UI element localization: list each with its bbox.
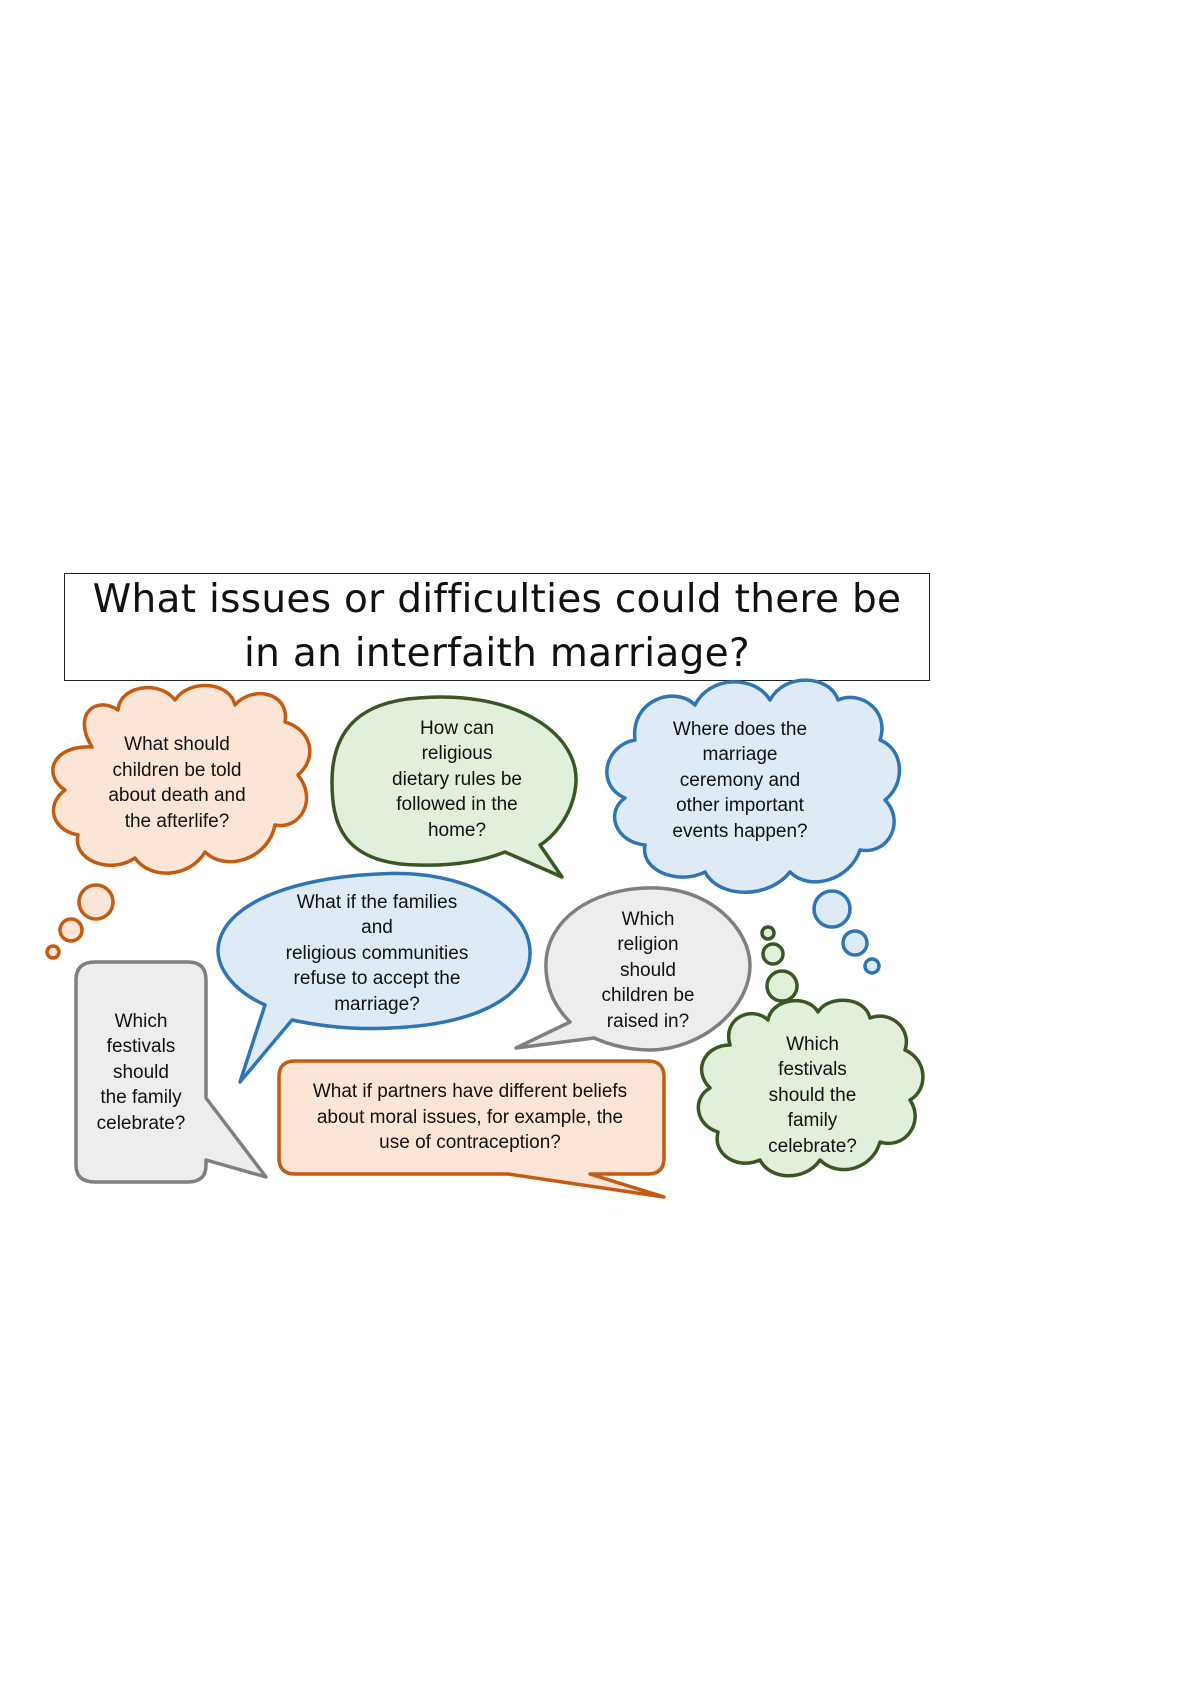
grey-oval-speech-bubble bbox=[514, 886, 752, 1052]
green-thought-dot-medium bbox=[761, 942, 785, 966]
orange-thought-dot-large bbox=[77, 883, 115, 921]
bubble-families-refuse-text: What if the families and religious commu… bbox=[285, 891, 469, 1015]
page-title: What issues or difficulties could there … bbox=[64, 573, 930, 681]
bubble-festivals-green-text: Which festivals should the family celebr… bbox=[768, 1033, 857, 1157]
blue-thought-cloud bbox=[605, 678, 902, 975]
green-speech-bubble bbox=[330, 695, 578, 879]
blue-speech-bubble bbox=[216, 871, 532, 1084]
orange-cloud-shape bbox=[51, 683, 312, 875]
blue-thought-dot-medium bbox=[841, 929, 869, 957]
green-thought-cloud bbox=[696, 925, 925, 1178]
green-cloud-shape bbox=[696, 998, 925, 1178]
blue-oval-shape bbox=[216, 871, 532, 1084]
bubble-festivals-grey-text: Which festivals should the family celebr… bbox=[96, 1010, 186, 1134]
orange-thought-dot-small bbox=[45, 944, 61, 960]
title-line-1: What issues or difficulties could there … bbox=[92, 577, 902, 622]
bubble-religion-children-text: Which religion should children be raised… bbox=[601, 908, 695, 1032]
grey-rect-speech-bubble bbox=[74, 960, 268, 1184]
bubble-marriage-ceremony-text: Where does the marriage ceremony and oth… bbox=[672, 718, 808, 842]
bubble-death-afterlife-text: What should children be told about death… bbox=[108, 734, 246, 832]
orange-thought-cloud bbox=[45, 683, 312, 960]
orange-rect-speech-bubble bbox=[277, 1059, 666, 1199]
title-line-2: in an interfaith marriage? bbox=[244, 631, 750, 676]
green-oval-shape bbox=[330, 695, 578, 879]
orange-rect-shape bbox=[277, 1059, 666, 1199]
bubble-dietary-rules-text: How can religious dietary rules be follo… bbox=[392, 717, 522, 841]
grey-rect-shape bbox=[74, 960, 268, 1184]
green-thought-dot-large bbox=[765, 969, 799, 1003]
bubble-moral-issues-text: What if partners have different beliefs … bbox=[312, 1081, 628, 1154]
orange-thought-dot-medium bbox=[58, 917, 84, 943]
blue-thought-dot-large bbox=[812, 889, 852, 929]
grey-oval-shape bbox=[514, 886, 752, 1052]
blue-cloud-shape bbox=[605, 678, 902, 894]
green-thought-dot-small bbox=[760, 925, 776, 941]
blue-thought-dot-small bbox=[863, 957, 881, 975]
